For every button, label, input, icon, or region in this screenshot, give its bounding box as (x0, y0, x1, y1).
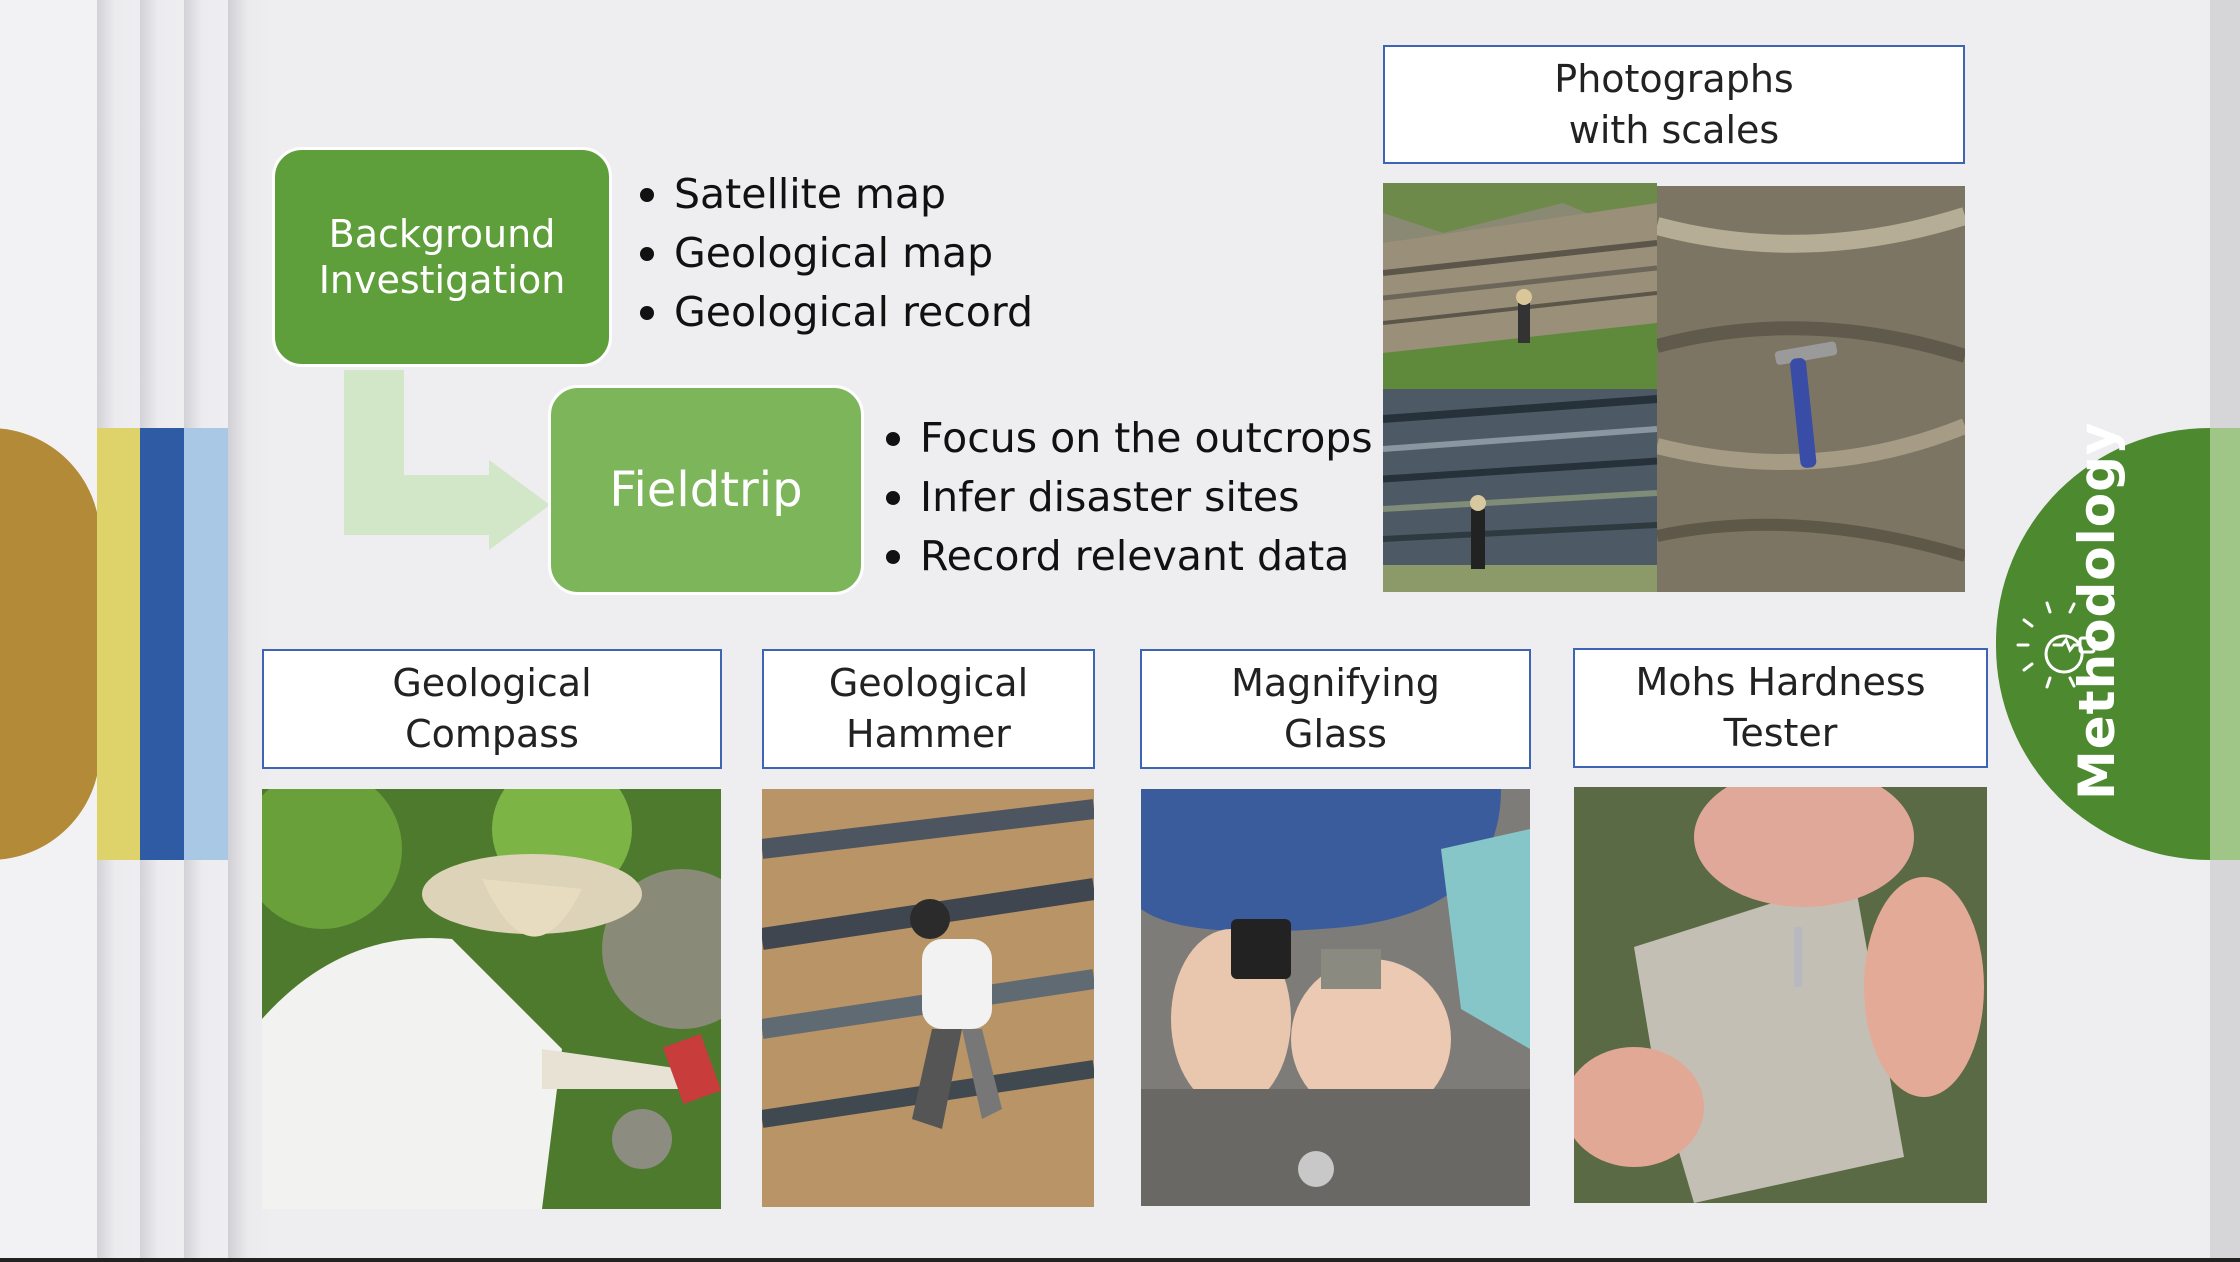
section-tab-edge (2210, 428, 2240, 860)
background-line-2: Investigation (318, 258, 566, 302)
lightbulb-icon (2016, 601, 2102, 689)
geological-compass-photo (262, 789, 721, 1209)
section-tab-light-blue[interactable] (184, 428, 228, 860)
slide-bottom-border (0, 1258, 2240, 1262)
tool-label-line-1: Magnifying (1231, 661, 1440, 705)
photographs-line-1: Photographs (1554, 56, 1794, 101)
photographs-label: Photographs with scales (1383, 45, 1965, 164)
photographs-line-2: with scales (1568, 107, 1780, 152)
tool-label-hammer: Geological Hammer (762, 649, 1095, 769)
section-tab-yellow[interactable] (97, 428, 140, 860)
outcrop-photo-1 (1383, 183, 1657, 389)
flow-arrow (344, 370, 550, 550)
background-bullet-list: Satellite map Geological map Geological … (632, 165, 1033, 342)
list-item: Geological record (632, 283, 1033, 342)
tool-label-mohs-tester: Mohs Hardness Tester (1573, 648, 1988, 768)
mohs-hardness-tester-photo (1574, 787, 1987, 1203)
section-tab-gold[interactable] (0, 428, 100, 860)
tool-label-line-1: Geological (828, 661, 1029, 705)
tool-label-line-1: Geological (392, 661, 592, 705)
background-investigation-box: Background Investigation (272, 147, 612, 367)
tool-label-line-2: Compass (405, 712, 579, 756)
tool-label-magnifying-glass: Magnifying Glass (1140, 649, 1531, 769)
methodology-label: Methodology (2068, 421, 2126, 800)
hammer-on-rock-photo (1657, 186, 1965, 592)
tool-label-line-1: Mohs Hardness (1635, 660, 1926, 704)
tool-label-compass: Geological Compass (262, 649, 722, 769)
fieldtrip-box: Fieldtrip (548, 385, 864, 595)
fieldtrip-label: Fieldtrip (609, 462, 803, 518)
list-item: Focus on the outcrops (878, 409, 1373, 468)
background-line-1: Background (328, 212, 556, 256)
fieldtrip-bullet-list: Focus on the outcrops Infer disaster sit… (878, 409, 1373, 586)
tool-label-line-2: Tester (1723, 711, 1838, 755)
outcrop-photo-2 (1383, 389, 1657, 592)
list-item: Geological map (632, 224, 1033, 283)
tool-label-line-2: Glass (1284, 712, 1387, 756)
list-item: Satellite map (632, 165, 1033, 224)
geological-hammer-photo (762, 789, 1094, 1207)
list-item: Record relevant data (878, 527, 1373, 586)
list-item: Infer disaster sites (878, 468, 1373, 527)
section-tab-blue[interactable] (140, 428, 184, 860)
tool-label-line-2: Hammer (846, 712, 1011, 756)
magnifying-glass-photo (1141, 789, 1530, 1206)
